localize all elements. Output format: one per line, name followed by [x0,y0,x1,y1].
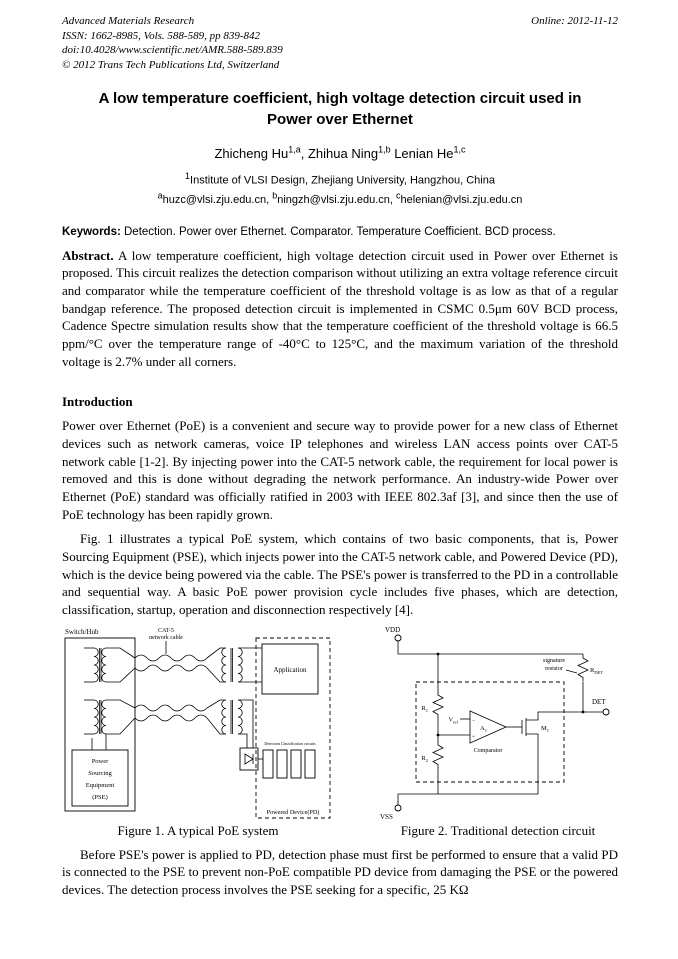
rail-node [436,652,440,656]
figure2-caption: Figure 2. Traditional detection circuit [400,822,596,838]
det-terminal [602,708,610,716]
top-rail [397,640,583,655]
paper-page: Advanced Materials Research Online: 2012… [62,14,618,898]
figure1-diagram-poe-system: Switch/Hub Power Sourc [64,628,331,819]
paper-title: A low temperature coefficient, high volt… [62,88,618,130]
vss-terminal [394,804,402,812]
bridge-rectifier [239,747,263,771]
vss-label: VSS [380,813,393,820]
vdd-label: VDD [385,626,400,634]
switch-hub-label: Switch/Hub [65,628,99,636]
paper-title-line1: A low temperature coefficient, high volt… [98,90,582,108]
powered-device-label: Powered Device(PD) [267,809,320,816]
keywords-line: Keywords: Detection. Power over Ethernet… [62,226,618,238]
twisted-pair-top [106,647,226,683]
authors-line: Zhicheng Hu1,a, Zhihua Ning1,b Lenian He… [62,145,618,161]
m1-transistor [521,711,583,794]
email: ahuzc@vlsi.zju.edu.cn, [157,190,273,206]
abstract-label: Abstract. [62,247,114,263]
pse-label-4: (PSE) [92,794,108,801]
affiliation-line: 1Institute of VLSI Design, Zhejiang Univ… [185,171,495,188]
figure1-caption: Figure 1. A typical PoE system [117,822,279,838]
keywords-label: Keywords: [62,225,121,238]
powered-device-box [255,637,331,819]
figure2-block: VDD signature resistor RDET DET [378,624,618,839]
pse-label-2: Sourcing [88,770,112,777]
switch-hub-box [64,637,136,812]
m1-label: M1 [541,725,549,733]
closing-paragraph: Before PSE's power is applied to PD, det… [62,846,618,898]
signature-resistor-label-1: signature [543,658,565,664]
figure1-block: Switch/Hub Power Sourc [62,624,334,839]
comparator-triangle [469,710,507,744]
bottom-rail [397,793,538,805]
det-label: DET [592,698,606,706]
email: chelenian@vlsi.zju.edu.cn [396,190,523,206]
cat5-label-1: CAT-5 [158,628,174,634]
author: Lenian He1,c [394,145,466,162]
intro-paragraph-2: Fig. 1 illustrates a typical PoE system,… [62,531,618,618]
email: bningzh@vlsi.zju.edu.cn, [272,190,397,206]
journal-header: Advanced Materials Research Online: 2012… [62,14,618,72]
r2-resistor [432,741,444,768]
pse-feed-wires [91,733,107,750]
r1-label: R1 [421,705,428,713]
transformer-left-bottom [84,699,107,735]
abstract-text: A low temperature coefficient, high volt… [62,247,618,369]
cat5-label-2: network cable [149,635,183,641]
paper-title-line2: Power over Ethernet [267,111,413,129]
application-label: Application [273,666,307,674]
vdd-terminal [394,634,402,642]
intro-paragraph-1: Power over Ethernet (PoE) is a convenien… [62,418,618,522]
rdet-resistor [577,653,589,682]
pse-label-1: Power [92,758,109,765]
rdet-label: RDET [590,667,603,675]
detection-classification-blocks [262,749,316,779]
comparator-label: Comparator [474,748,503,754]
transformer-right-bottom [221,699,254,748]
minus-sign: − [472,718,475,724]
figures-row: Switch/Hub Power Sourc [62,624,618,839]
keywords-text: Detection. Power over Ethernet. Comparat… [124,225,556,238]
figure2-diagram-detection-circuit: VDD signature resistor RDET DET [380,626,610,820]
emails-line: ahuzc@vlsi.zju.edu.cn, bningzh@vlsi.zju.… [62,190,618,206]
detection-classification-label: Detection Classification circuits [264,741,316,746]
vref-label: Vref [449,717,459,724]
author: Zhicheng Hu1,a, [214,145,308,162]
application-box [261,643,319,695]
copyright-line: © 2012 Trans Tech Publications Ltd, Swit… [62,58,280,71]
online-date: Online: 2012-11-12 [531,15,618,27]
abstract: Abstract. A low temperature coefficient,… [62,247,618,371]
pse-box [71,749,129,807]
plus-sign: + [472,734,475,740]
r2-label: R2 [421,755,428,763]
author: Zhihua Ning1,b [307,145,391,162]
transformer-right-top [221,647,262,683]
issn-line: ISSN: 1662-8985, Vols. 588-589, pp 839-8… [62,29,260,42]
doi-line: doi:10.4028/www.scientific.net/AMR.588-5… [62,44,283,57]
a1-label: A1 [480,725,487,733]
journal-name: Advanced Materials Research [62,15,195,27]
signature-resistor-pointer [565,669,578,674]
pse-label-3: Equipment [86,782,115,789]
r1-resistor [432,691,444,718]
twisted-pair-bottom [106,699,226,735]
section-heading-introduction: Introduction [62,394,133,410]
ic-boundary-box [415,681,565,783]
signature-resistor-label-2: resistor [545,666,563,672]
transformer-left-top [84,647,107,683]
